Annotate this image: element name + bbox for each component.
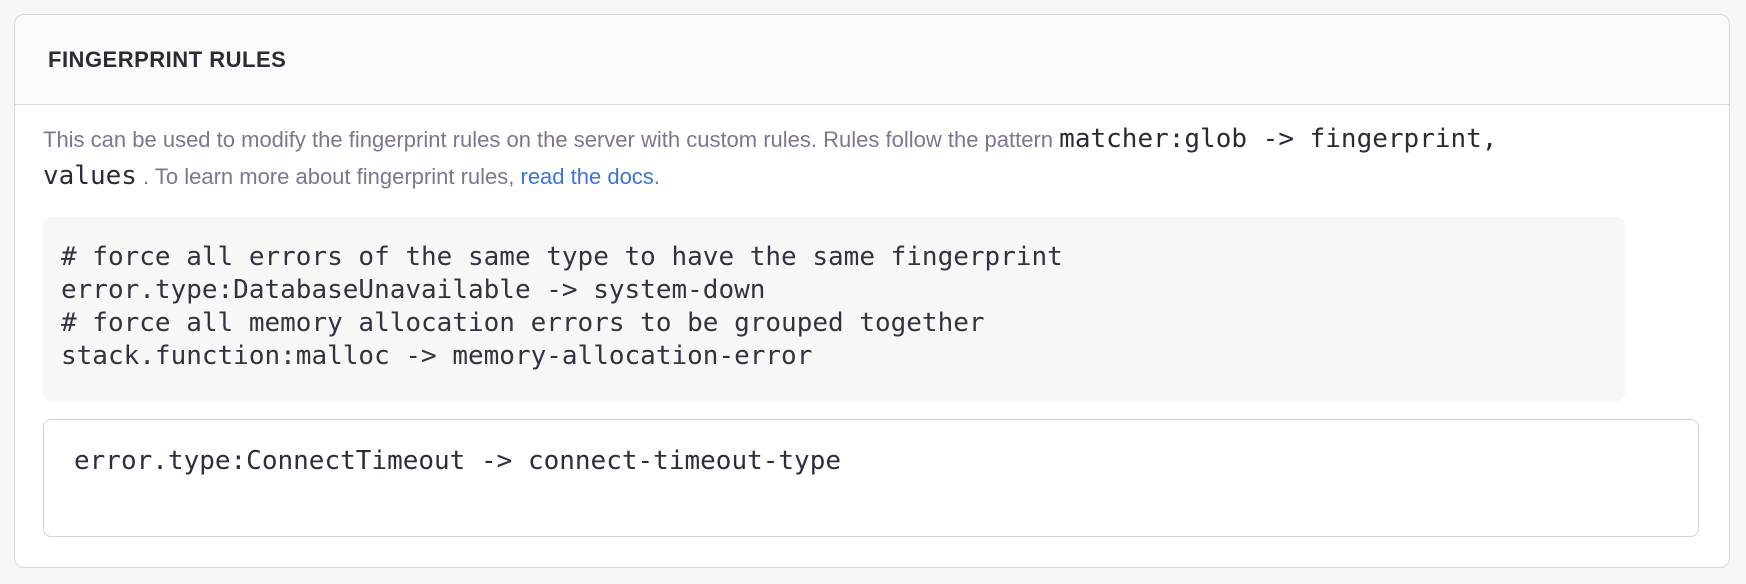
panel-title: FINGERPRINT RULES [48,46,287,72]
description-text-after: . To learn more about fingerprint rules, [136,164,521,189]
example-code-block: # force all errors of the same type to h… [43,217,1625,401]
description-text-before: This can be used to modify the fingerpri… [43,127,1060,152]
pattern-inline-code-line1: matcher:glob -> fingerprint, [1059,124,1498,154]
field-description: This can be used to modify the fingerpri… [43,121,1703,195]
panel-header: FINGERPRINT RULES [15,15,1729,105]
pattern-inline-code-line2: values [43,161,137,191]
read-the-docs-link[interactable]: read the docs. [520,164,660,189]
fingerprint-rules-panel: FINGERPRINT RULES This can be used to mo… [14,14,1730,568]
panel-body: This can be used to modify the fingerpri… [15,105,1729,537]
fingerprint-rules-textarea[interactable]: error.type:ConnectTimeout -> connect-tim… [43,419,1699,537]
